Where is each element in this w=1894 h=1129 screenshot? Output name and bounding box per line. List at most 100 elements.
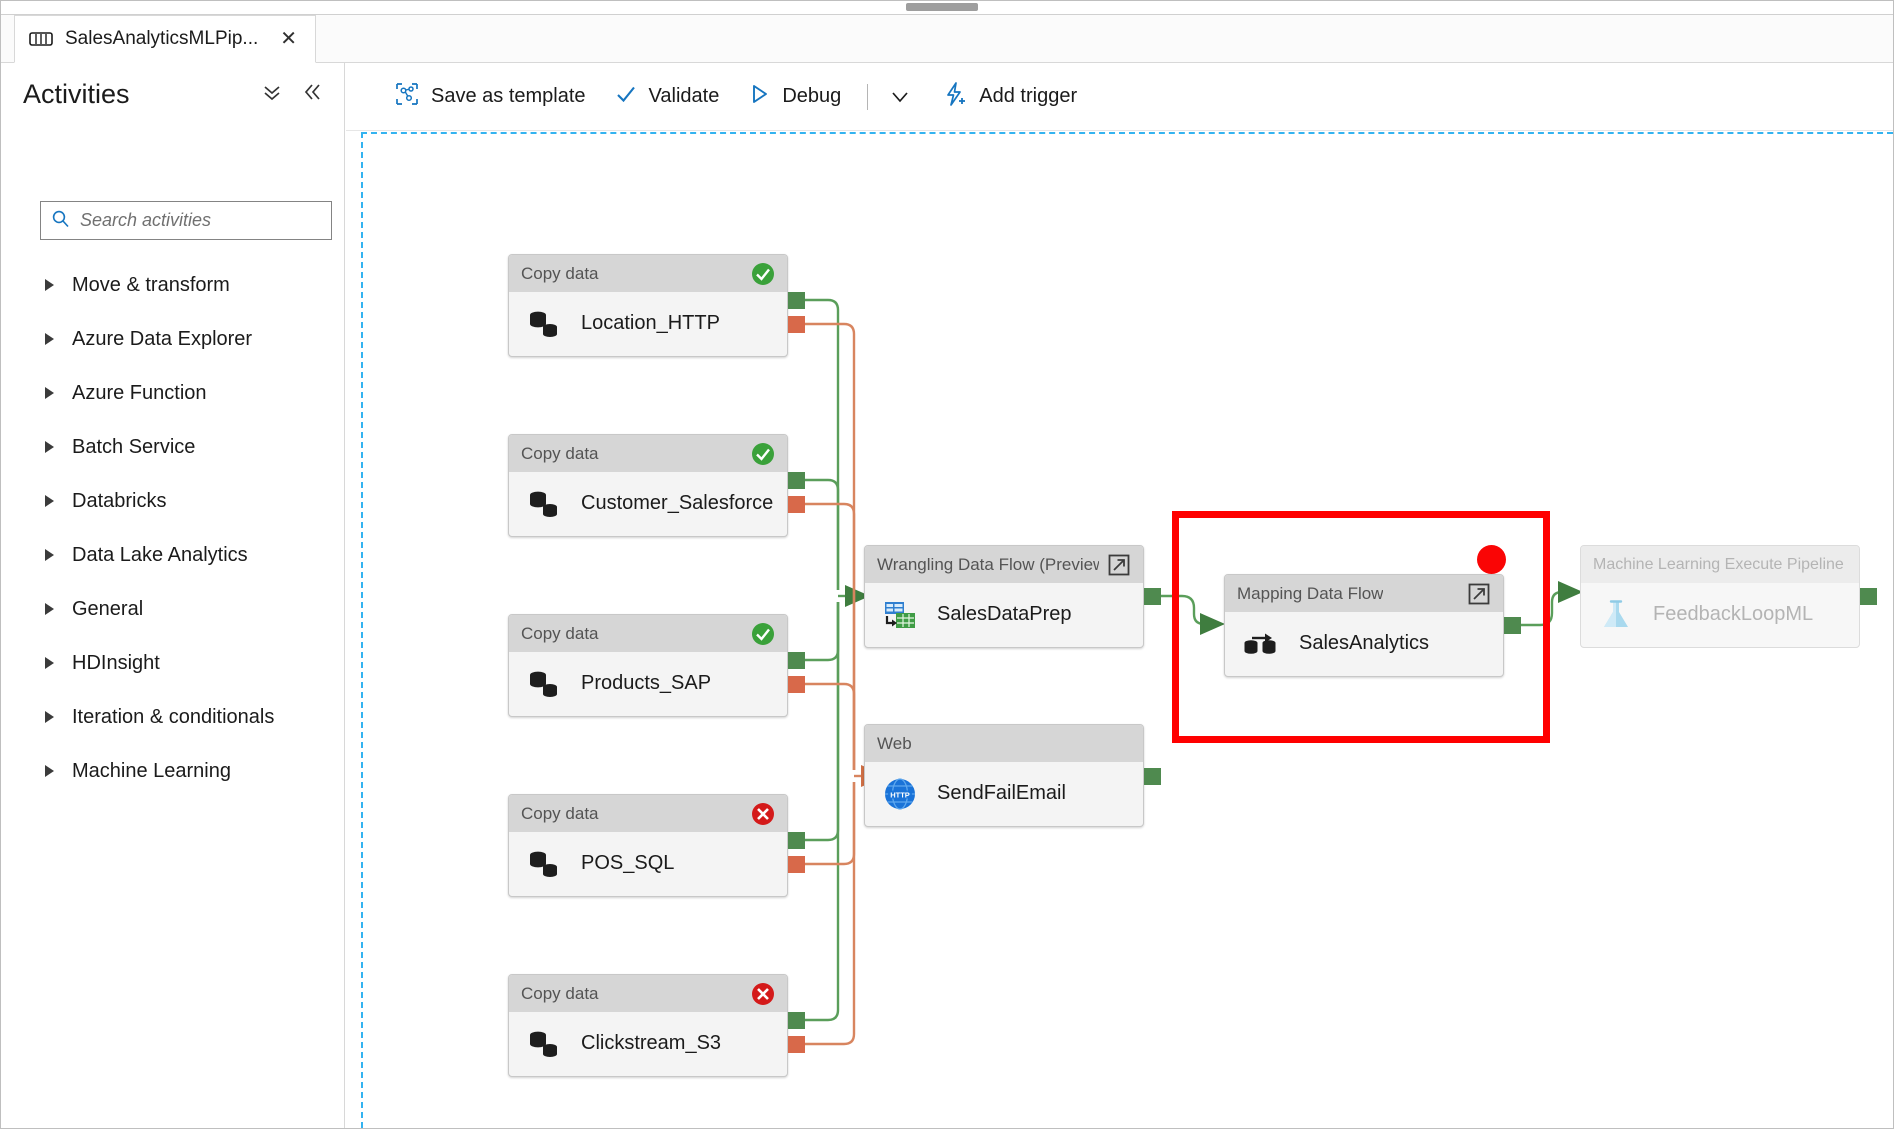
ml-flask-icon — [1599, 598, 1633, 632]
window-drag-handle[interactable] — [906, 3, 978, 11]
activity-node-salesanalytics[interactable]: Mapping Data Flow — [1224, 574, 1504, 677]
node-body: Location_HTTP — [509, 292, 787, 355]
success-port[interactable] — [788, 292, 805, 309]
failure-port[interactable] — [788, 856, 805, 873]
sidebar-item-move-transform[interactable]: Move & transform — [1, 258, 345, 312]
search-input[interactable] — [78, 209, 321, 232]
save-as-template-label: Save as template — [431, 85, 586, 107]
chevron-right-icon — [45, 495, 54, 507]
chevron-right-icon — [45, 549, 54, 561]
node-name-label: SendFailEmail — [937, 782, 1066, 804]
page-title: Activities — [23, 78, 130, 109]
success-port[interactable] — [788, 1012, 805, 1029]
debug-button[interactable]: Debug — [733, 75, 855, 119]
sidebar-item-batch-service[interactable]: Batch Service — [1, 420, 345, 474]
activity-node-products-sap[interactable]: Copy data — [508, 614, 788, 717]
svg-text:HTTP: HTTP — [890, 790, 910, 799]
sidebar-item-label: HDInsight — [72, 651, 160, 674]
search-activities-box[interactable] — [40, 201, 332, 240]
success-port[interactable] — [1144, 588, 1161, 605]
node-type-label: Web — [877, 733, 912, 753]
copy-data-icon — [527, 1028, 561, 1060]
activity-node-location-http[interactable]: Copy data — [508, 254, 788, 357]
error-circle-icon — [751, 982, 775, 1006]
failure-port[interactable] — [788, 676, 805, 693]
copy-data-icon — [527, 308, 561, 340]
success-port[interactable] — [788, 832, 805, 849]
sidebar-item-label: Databricks — [72, 489, 167, 512]
sidebar-item-azure-function[interactable]: Azure Function — [1, 366, 345, 420]
sidebar-item-azure-data-explorer[interactable]: Azure Data Explorer — [1, 312, 345, 366]
success-port[interactable] — [788, 472, 805, 489]
sidebar-item-label: General — [72, 597, 144, 620]
toolbar-divider — [867, 83, 869, 110]
pipeline-toolbar: Save as template Validate Debug — [346, 63, 1893, 131]
node-type-label: Copy data — [521, 443, 599, 463]
checkmark-icon — [614, 82, 638, 112]
failure-port[interactable] — [788, 316, 805, 333]
activity-node-customer-salesforce[interactable]: Copy data — [508, 434, 788, 537]
error-circle-icon — [751, 802, 775, 826]
sidebar-item-label: Azure Function — [72, 381, 207, 404]
node-type-label: Copy data — [521, 983, 599, 1003]
success-port[interactable] — [1144, 768, 1161, 785]
sidebar-item-data-lake-analytics[interactable]: Data Lake Analytics — [1, 528, 345, 582]
node-type-label: Mapping Data Flow — [1237, 583, 1384, 603]
pipeline-canvas[interactable]: Copy data — [361, 132, 1893, 1128]
activity-node-feedbackloopml[interactable]: Machine Learning Execute Pipeline Feedba… — [1580, 545, 1860, 648]
save-as-template-button[interactable]: Save as template — [380, 75, 600, 119]
sidebar-item-label: Azure Data Explorer — [72, 327, 253, 350]
node-name-label: Clickstream_S3 — [581, 1032, 722, 1054]
sidebar-item-iteration-conditionals[interactable]: Iteration & conditionals — [1, 690, 345, 744]
chevron-right-icon — [45, 333, 54, 345]
sidebar-item-hdinsight[interactable]: HDInsight — [1, 636, 345, 690]
success-port[interactable] — [788, 652, 805, 669]
success-port[interactable] — [1504, 617, 1521, 634]
add-trigger-button[interactable]: Add trigger — [928, 75, 1091, 119]
selection-highlight — [1172, 511, 1550, 743]
chevron-down-icon — [892, 91, 908, 102]
play-triangle-icon — [747, 82, 771, 112]
sidebar-item-general[interactable]: General — [1, 582, 345, 636]
chevron-right-icon — [45, 603, 54, 615]
sidebar-item-databricks[interactable]: Databricks — [1, 474, 345, 528]
validate-button[interactable]: Validate — [600, 75, 734, 119]
chevron-double-left-icon[interactable] — [301, 81, 323, 107]
chevron-double-down-icon[interactable] — [261, 81, 283, 107]
sidebar-item-label: Batch Service — [72, 435, 196, 458]
activity-category-list: Move & transform Azure Data Explorer Azu… — [1, 258, 345, 798]
chevron-right-icon — [45, 657, 54, 669]
node-type-label: Copy data — [521, 263, 599, 283]
chevron-right-icon — [45, 387, 54, 399]
debug-label: Debug — [782, 85, 842, 107]
node-header: Copy data — [509, 975, 787, 1012]
node-body: SalesAnalytics — [1225, 612, 1503, 675]
debug-dropdown-button[interactable] — [880, 77, 920, 117]
activities-header: Activities — [1, 63, 345, 125]
failure-port[interactable] — [788, 496, 805, 513]
failure-port[interactable] — [788, 1036, 805, 1053]
activity-node-clickstream-s3[interactable]: Copy data — [508, 974, 788, 1077]
chevron-right-icon — [45, 279, 54, 291]
close-icon[interactable]: ✕ — [280, 28, 297, 50]
sidebar-item-label: Data Lake Analytics — [72, 543, 248, 566]
node-header: Machine Learning Execute Pipeline — [1581, 546, 1859, 583]
node-body: SalesDataPrep — [865, 583, 1143, 646]
tab-salesanalyticsmlpipeline[interactable]: SalesAnalyticsMLPip... ✕ — [14, 15, 316, 63]
open-in-new-icon[interactable] — [1467, 582, 1491, 606]
activity-node-sendfailemail[interactable]: Web HTTP — [864, 724, 1144, 827]
chevron-right-icon — [45, 441, 54, 453]
sidebar-item-machine-learning[interactable]: Machine Learning — [1, 744, 345, 798]
activity-node-salesdataprep[interactable]: Wrangling Data Flow (Preview — [864, 545, 1144, 648]
chevron-right-icon — [45, 765, 54, 777]
node-header: Wrangling Data Flow (Preview — [865, 546, 1143, 583]
success-port[interactable] — [1860, 588, 1877, 605]
activity-node-pos-sql[interactable]: Copy data — [508, 794, 788, 897]
mapping-data-flow-icon — [1243, 629, 1279, 659]
web-http-icon: HTTP — [883, 777, 917, 811]
top-strip — [1, 1, 1893, 15]
pipeline-icon — [29, 31, 53, 47]
node-type-label: Machine Learning Execute Pipeline — [1593, 555, 1844, 573]
open-in-new-icon[interactable] — [1107, 553, 1131, 577]
